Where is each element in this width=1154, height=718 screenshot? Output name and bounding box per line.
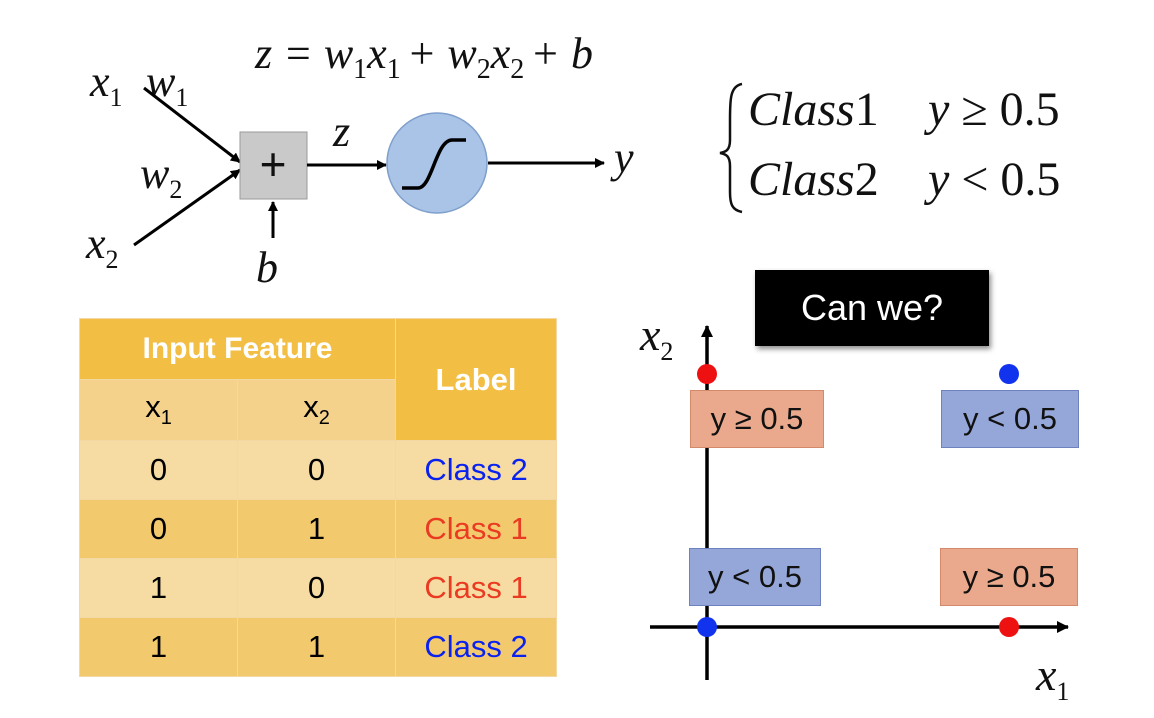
banner-text: Can we?: [800, 287, 944, 328]
input-x2-label: x2: [85, 219, 119, 274]
cell-x2: 0: [237, 440, 396, 500]
plot-point-0-0: [697, 617, 717, 637]
plot-point-1-1: [999, 364, 1019, 384]
plot-point-1-0: [999, 617, 1019, 637]
input-feature-header: Input Feature: [79, 318, 396, 380]
classification-rule: Class1 y ≥ 0.5 Class2 y < 0.5: [718, 78, 1098, 218]
table-row: 1 1 Class 2: [79, 617, 557, 677]
cell-x1: 1: [79, 617, 238, 677]
cell-x1: 0: [79, 499, 238, 559]
label-header: Label: [395, 318, 557, 441]
rule-class2-num: 2: [854, 153, 879, 206]
table-row: 0 0 Class 2: [79, 440, 557, 500]
weight-w2-label: w2: [140, 149, 182, 204]
bias-label: b: [256, 243, 278, 292]
equation-text: z = w1x1+ w2x2+ b: [254, 29, 593, 85]
sum-symbol: +: [260, 138, 287, 190]
rule-brace-icon: [719, 82, 743, 214]
rule-class2-name: Class: [748, 153, 855, 206]
rule-row-class2: Class2 y < 0.5: [748, 152, 1060, 207]
tag-top-left: y ≥ 0.5: [690, 390, 824, 448]
x1-axis-label: x1: [1035, 649, 1069, 706]
cell-label: Class 2: [395, 617, 557, 677]
x1-arrow: [143, 86, 241, 164]
cell-x1: 0: [79, 440, 238, 500]
x1-column-header: x1: [79, 379, 238, 441]
tag-bottom-right: y ≥ 0.5: [940, 548, 1078, 606]
sum-node: [239, 131, 308, 200]
table-row: 1 0 Class 1: [79, 558, 557, 618]
cell-x2: 1: [237, 617, 396, 677]
tag-bottom-left: y < 0.5: [689, 548, 821, 606]
rule-class1-condition: y ≥ 0.5: [928, 83, 1060, 136]
x2-column-header: x2: [237, 379, 396, 441]
x2-arrow: [133, 168, 241, 247]
plot-point-0-1: [697, 364, 717, 384]
cell-x2: 1: [237, 499, 396, 559]
z-label: z: [332, 107, 350, 156]
input-x1-label: x1: [89, 57, 123, 112]
weight-w1-label: w1: [146, 57, 188, 112]
cell-x2: 0: [237, 558, 396, 618]
can-we-banner: Can we?: [755, 270, 989, 346]
rule-class1-num: 1: [854, 83, 879, 136]
xor-table: Input Feature Label x1 x2 0 0 Class 2 0 …: [79, 318, 557, 677]
table-row: 0 1 Class 1: [79, 499, 557, 559]
cell-label: Class 2: [395, 440, 557, 500]
cell-label: Class 1: [395, 499, 557, 559]
tag-top-right: y < 0.5: [941, 390, 1079, 448]
plot-points: [697, 364, 1019, 637]
rule-row-class1: Class1 y ≥ 0.5: [748, 82, 1060, 137]
x2-axis-label: x2: [639, 309, 673, 366]
sigmoid-icon: [402, 138, 466, 190]
sigmoid-node: [386, 112, 488, 214]
output-label: y: [610, 133, 634, 182]
cell-x1: 1: [79, 558, 238, 618]
rule-class1-name: Class: [748, 83, 855, 136]
cell-label: Class 1: [395, 558, 557, 618]
rule-class2-condition: y < 0.5: [928, 153, 1061, 206]
